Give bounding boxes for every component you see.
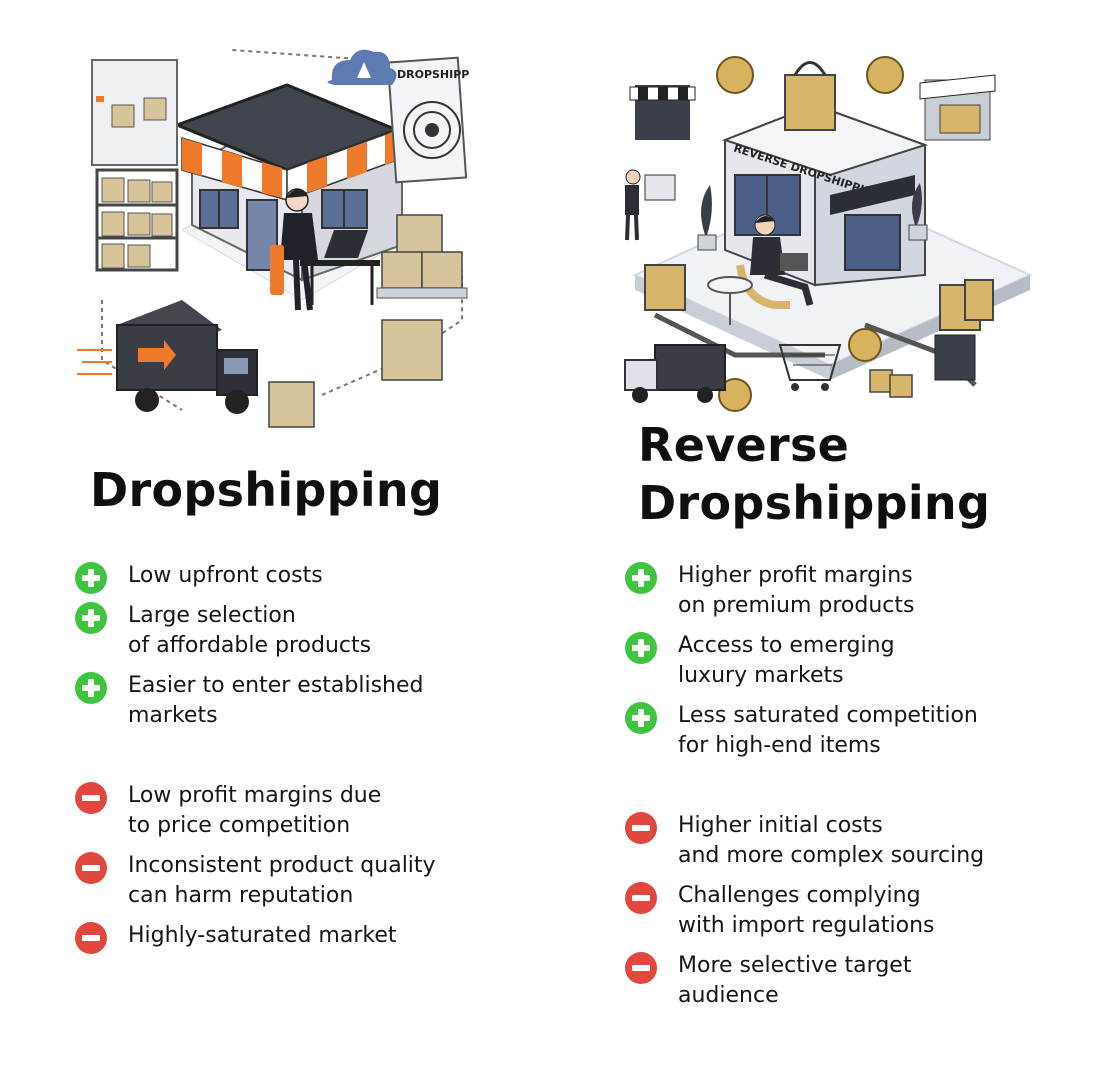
plus-circle-icon <box>75 562 107 594</box>
plus-circle-icon <box>75 602 107 634</box>
right-con-item: Challenges complying with import regulat… <box>625 882 935 941</box>
left-con-text: Inconsistent product quality can harm re… <box>128 853 436 908</box>
dropshipping-illustration: DROPSHIPP <box>77 49 469 428</box>
right-con-text: More selective target audience <box>678 953 912 1008</box>
minus-circle-icon <box>625 882 657 914</box>
dropshipping-title: Dropshipping <box>90 463 443 517</box>
plus-circle-icon <box>625 632 657 664</box>
left-con-item: Highly-saturated market <box>75 922 396 954</box>
left-pro-text: Easier to enter established markets <box>128 673 424 728</box>
minus-circle-icon <box>75 852 107 884</box>
reverse-dropshipping-title: Reverse Dropshipping <box>638 418 991 530</box>
illustration-sign-text: DROPSHIPP <box>397 68 469 81</box>
plus-circle-icon <box>625 562 657 594</box>
left-pro-text: Low upfront costs <box>128 563 323 588</box>
left-pro-item: Easier to enter established markets <box>75 672 424 731</box>
left-pro-item: Low upfront costs <box>75 562 323 594</box>
right-con-item: More selective target audience <box>625 952 911 1011</box>
right-pro-text: Higher profit margins on premium product… <box>678 563 915 618</box>
minus-circle-icon <box>625 812 657 844</box>
plus-circle-icon <box>75 672 107 704</box>
left-pro-text: Large selection of affordable products <box>128 603 372 658</box>
left-con-text: Low profit margins due to price competit… <box>128 783 382 838</box>
right-con-text: Challenges complying with import regulat… <box>678 883 935 938</box>
right-pro-item: Access to emerging luxury markets <box>625 632 895 691</box>
right-pro-item: Less saturated competition for high-end … <box>625 702 978 761</box>
right-pro-text: Access to emerging luxury markets <box>678 633 895 688</box>
right-con-item: Higher initial costs and more complex so… <box>625 812 984 871</box>
right-pro-item: Higher profit margins on premium product… <box>625 562 914 621</box>
minus-circle-icon <box>625 952 657 984</box>
reverse-dropshipping-illustration: REVERSE DROPSHIPPING <box>624 56 1033 412</box>
right-con-text: Higher initial costs and more complex so… <box>678 813 985 868</box>
left-con-item: Inconsistent product quality can harm re… <box>75 852 436 911</box>
minus-circle-icon <box>75 922 107 954</box>
minus-circle-icon <box>75 782 107 814</box>
left-pro-item: Large selection of affordable products <box>75 602 371 661</box>
left-con-item: Low profit margins due to price competit… <box>75 782 381 841</box>
right-pro-text: Less saturated competition for high-end … <box>678 703 978 758</box>
left-con-text: Highly-saturated market <box>128 923 397 948</box>
plus-circle-icon <box>625 702 657 734</box>
